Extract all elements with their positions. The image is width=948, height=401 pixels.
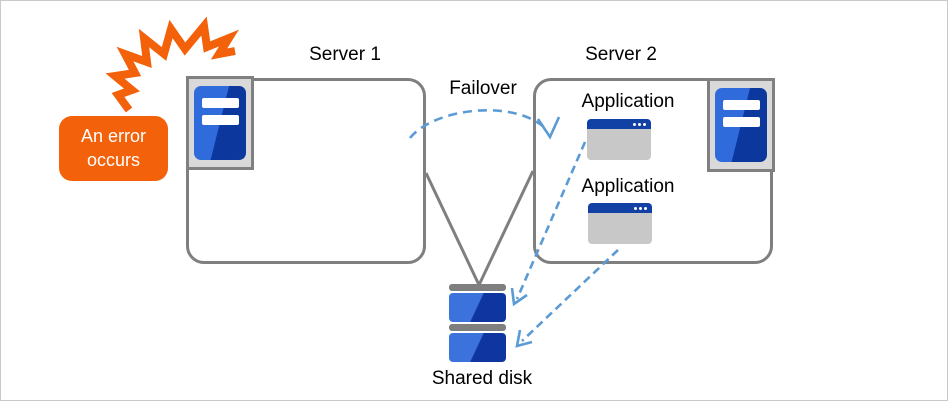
disk-bar: [449, 284, 506, 291]
window-dot-icon: [644, 206, 647, 210]
window-titlebar: [587, 119, 651, 129]
server-slot: [202, 98, 239, 108]
disk-bar: [449, 324, 506, 331]
window-dot-icon: [634, 206, 637, 210]
window-dot-icon: [638, 122, 641, 126]
server1-server-icon: [186, 76, 254, 170]
application1-window-icon: [587, 119, 651, 160]
server-panel: [715, 88, 767, 162]
server1-label: Server 1: [309, 44, 381, 65]
server2-server-icon: [707, 78, 775, 172]
server-panel: [194, 86, 246, 160]
window-titlebar: [588, 203, 652, 213]
server2-label: Server 2: [585, 44, 657, 65]
application1-label: Application: [581, 91, 675, 112]
error-callout: An error occurs: [59, 116, 168, 181]
window-body: [587, 129, 651, 160]
disk-platter: [449, 293, 506, 322]
server-slot: [723, 117, 760, 127]
app1-arrowhead: [510, 287, 528, 307]
window-dot-icon: [633, 122, 636, 126]
shared-disk-icon: [449, 284, 506, 362]
failover-label: Failover: [449, 78, 517, 99]
window-dot-icon: [643, 122, 646, 126]
server1-shared-disk-line: [424, 172, 481, 286]
application2-window-icon: [588, 203, 652, 244]
shared-disk-label: Shared disk: [431, 368, 533, 389]
failover-arrow-line: [408, 109, 548, 139]
application2-label: Application: [581, 176, 675, 197]
window-body: [588, 213, 652, 244]
server-slot: [202, 115, 239, 125]
disk-platter: [449, 333, 506, 362]
server2-shared-disk-line: [477, 170, 535, 286]
window-dot-icon: [639, 206, 642, 210]
server-slot: [723, 100, 760, 110]
app2-arrowhead: [515, 329, 533, 348]
